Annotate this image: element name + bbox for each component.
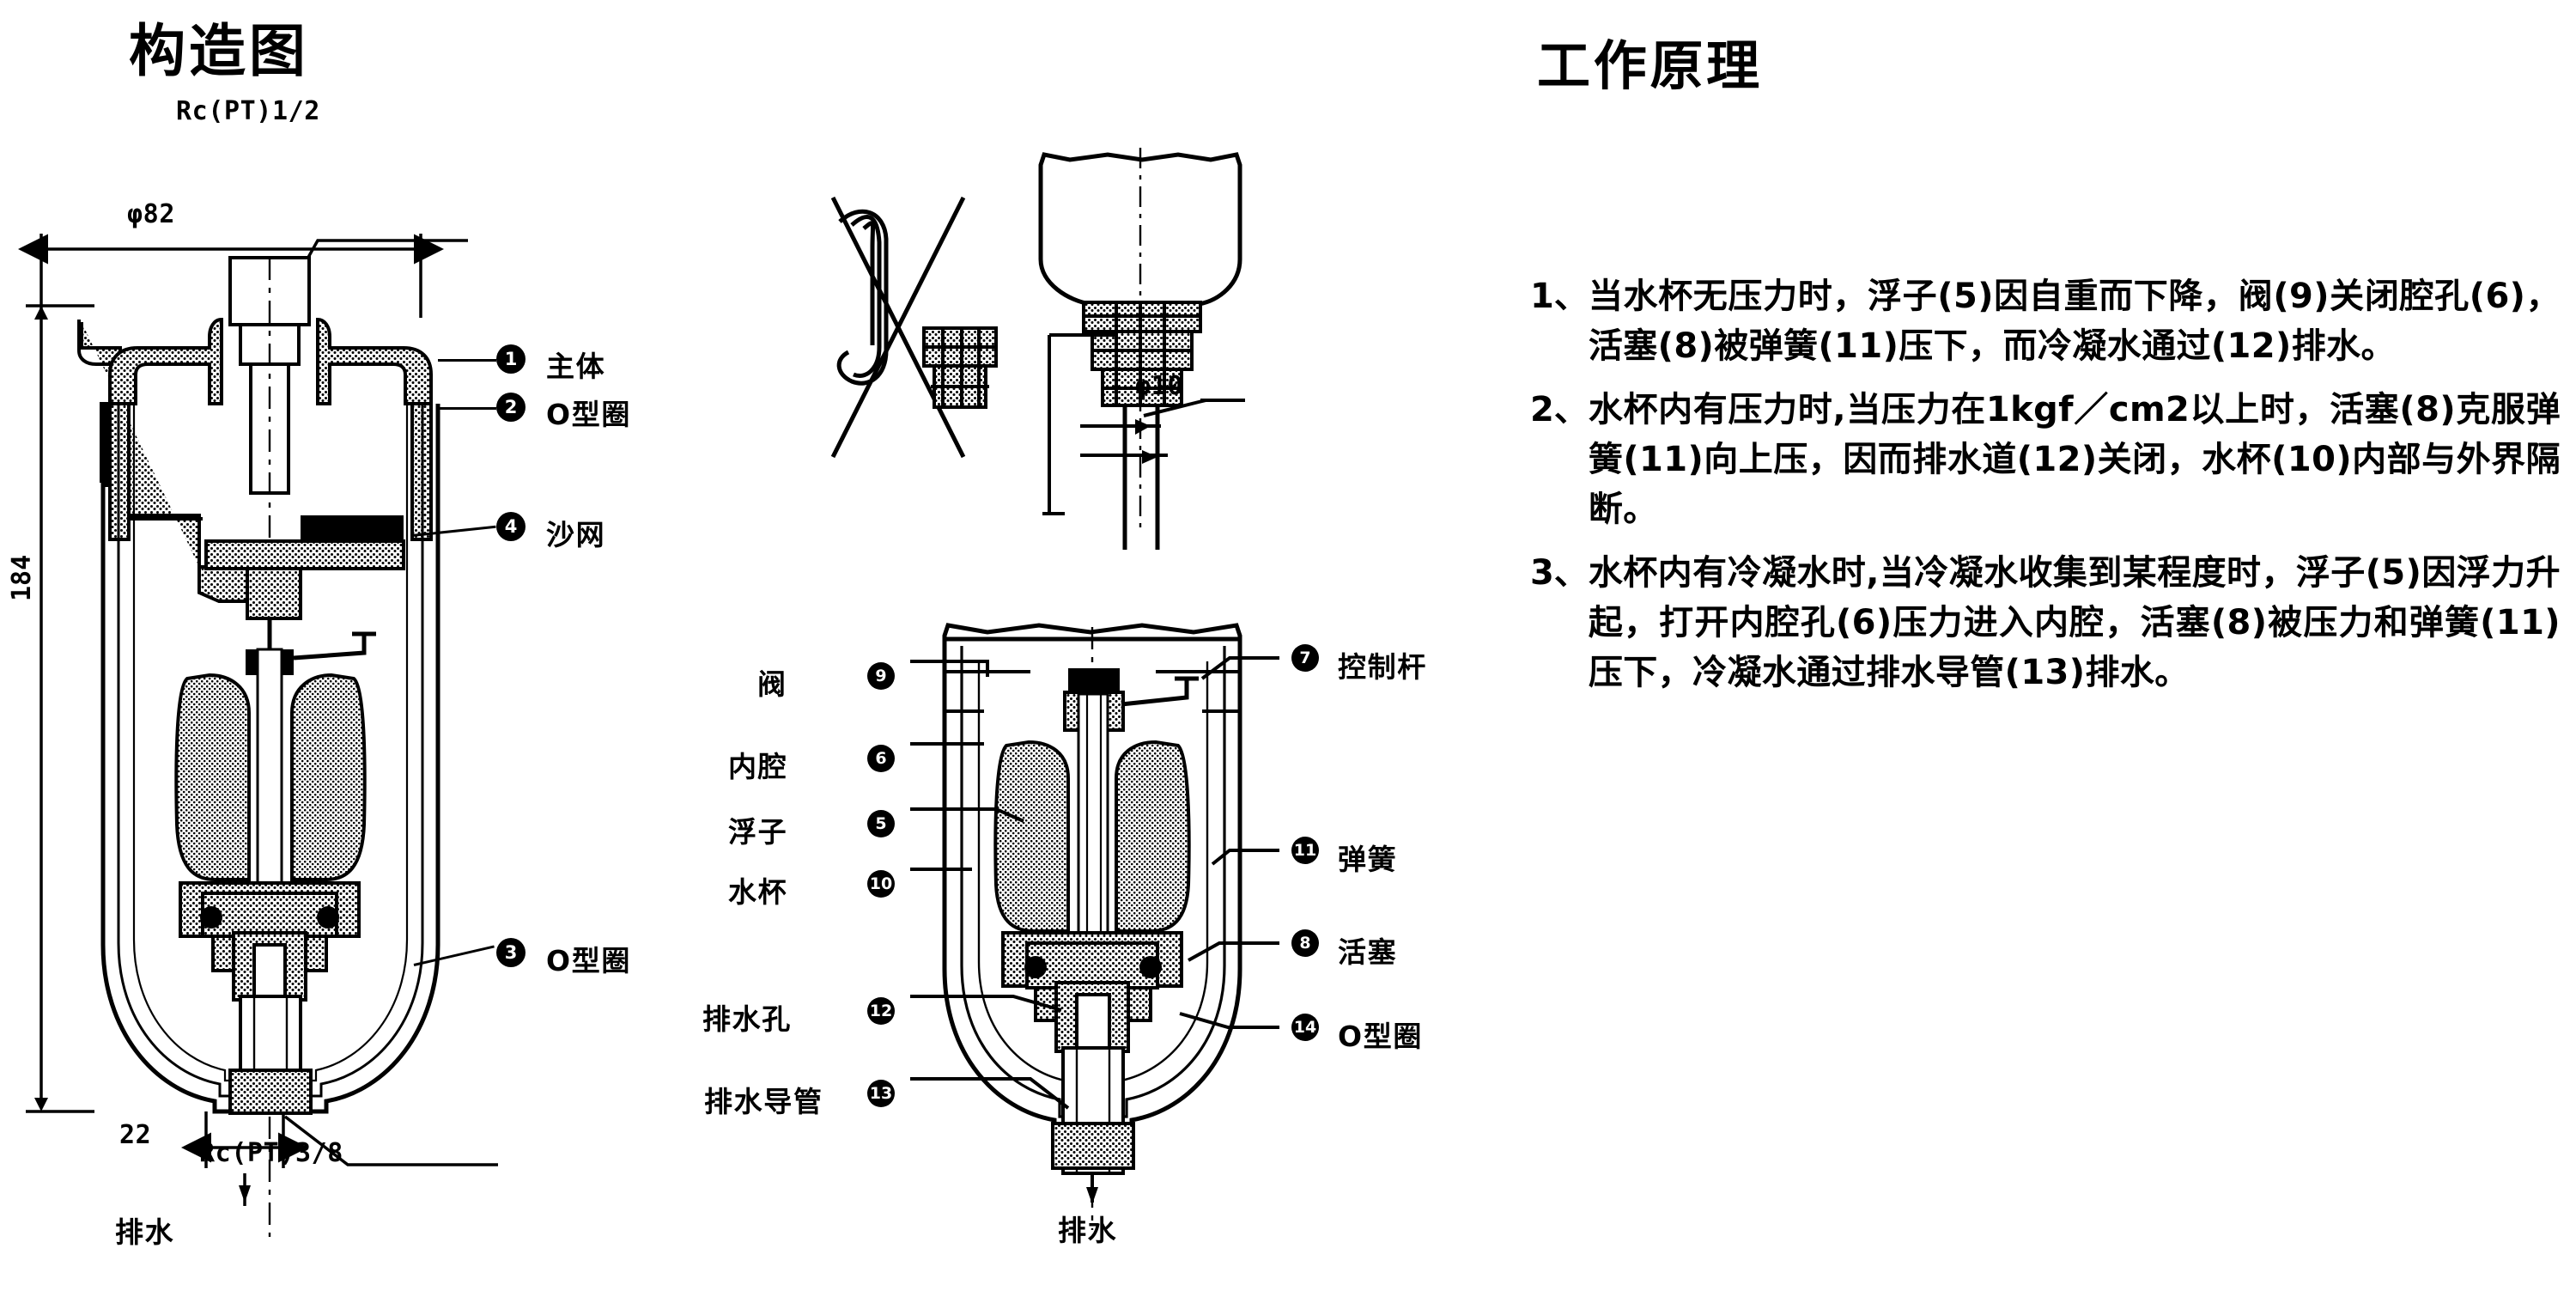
detail-drain-label: 排水 bbox=[1058, 1214, 1118, 1247]
principle-item-3-number: 3、 bbox=[1530, 553, 1589, 593]
dimension-diameter-10: φ10 bbox=[1135, 371, 1183, 401]
detail-bullet-8: 8 bbox=[1291, 929, 1319, 957]
detail-bullet-14: 14 bbox=[1291, 1014, 1319, 1041]
detail-bullet-11: 11 bbox=[1291, 837, 1319, 864]
callout-bullet-4: 4 bbox=[496, 512, 526, 541]
detail-label-inner-cavity: 内腔 bbox=[728, 750, 788, 783]
detail-label-valve: 阀 bbox=[757, 667, 787, 701]
principle-item-1-text: 当水杯无压力时，浮子(5)因自重而下降，阀(9)关闭腔孔(6)，活塞(8)被弹簧… bbox=[1588, 277, 2561, 366]
mounting-orientation-inset bbox=[830, 148, 1245, 550]
working-principle-title: 工作原理 bbox=[1537, 34, 1763, 97]
detail-bullet-5: 5 bbox=[867, 810, 895, 837]
principle-item-2: 2、 水杯内有压力时,当压力在1kgf／cm2以上时，活塞(8)克服弹簧(11)… bbox=[1530, 385, 2561, 534]
callout-label-main-body: 主体 bbox=[546, 350, 606, 383]
callout-bullet-1: 1 bbox=[496, 344, 526, 374]
leader-line-main-body bbox=[438, 359, 496, 362]
principle-item-1-number: 1、 bbox=[1530, 277, 1589, 316]
detail-label-water-cup: 水杯 bbox=[728, 875, 788, 909]
detail-label-drain-hole: 排水孔 bbox=[702, 1002, 792, 1036]
working-principle-list: 1、 当水杯无压力时，浮子(5)因自重而下降，阀(9)关闭腔孔(6)，活塞(8)… bbox=[1530, 271, 2561, 711]
detail-cross-section-drawing bbox=[910, 623, 1279, 1230]
callout-bullet-2: 2 bbox=[496, 393, 526, 422]
detail-bullet-7: 7 bbox=[1291, 644, 1319, 672]
detail-label-spring: 弹簧 bbox=[1338, 843, 1398, 876]
detail-bullet-12: 12 bbox=[867, 997, 895, 1025]
leader-line-o-ring-top bbox=[440, 407, 496, 410]
dimension-diameter-82: φ82 bbox=[127, 199, 175, 229]
dimension-thread-bottom: Rc(PT)3/8 bbox=[199, 1138, 343, 1168]
detail-bullet-9: 9 bbox=[867, 662, 895, 690]
detail-label-float: 浮子 bbox=[728, 815, 788, 849]
detail-label-o-ring-detail: O型圈 bbox=[1338, 1020, 1424, 1053]
callout-label-o-ring-bottom: O型圈 bbox=[546, 944, 632, 977]
principle-item-2-text: 水杯内有压力时,当压力在1kgf／cm2以上时，活塞(8)克服弹簧(11)向上压… bbox=[1588, 390, 2561, 529]
principle-item-2-number: 2、 bbox=[1530, 390, 1589, 429]
dimension-width-22: 22 bbox=[119, 1120, 152, 1150]
structure-diagram-title: 构造图 bbox=[129, 18, 309, 84]
dimension-thread-top: Rc(PT)1/2 bbox=[176, 96, 320, 126]
detail-label-control-rod: 控制杆 bbox=[1338, 650, 1427, 684]
detail-label-piston: 活塞 bbox=[1338, 935, 1398, 969]
detail-bullet-10: 10 bbox=[867, 870, 895, 898]
structure-cross-section-drawing bbox=[18, 234, 498, 1237]
structure-drain-label: 排水 bbox=[115, 1215, 175, 1249]
principle-item-3: 3、 水杯内有冷凝水时,当冷凝水收集到某程度时，浮子(5)因浮力升起，打开内腔孔… bbox=[1530, 548, 2561, 697]
detail-label-drain-conduit: 排水导管 bbox=[704, 1085, 823, 1118]
principle-item-3-text: 水杯内有冷凝水时,当冷凝水收集到某程度时，浮子(5)因浮力升起，打开内腔孔(6)… bbox=[1588, 553, 2561, 692]
detail-bullet-6: 6 bbox=[867, 745, 895, 772]
callout-bullet-3: 3 bbox=[496, 938, 526, 967]
detail-bullet-13: 13 bbox=[867, 1080, 895, 1107]
callout-label-mesh: 沙网 bbox=[546, 518, 606, 551]
callout-label-o-ring-top: O型圈 bbox=[546, 398, 632, 431]
principle-item-1: 1、 当水杯无压力时，浮子(5)因自重而下降，阀(9)关闭腔孔(6)，活塞(8)… bbox=[1530, 271, 2561, 371]
